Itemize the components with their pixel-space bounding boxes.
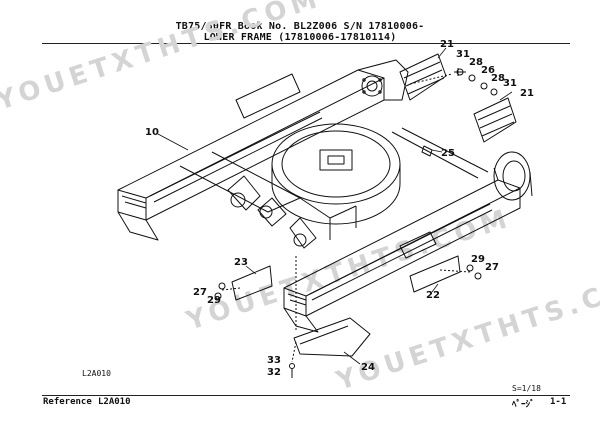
front-cross-link <box>299 197 357 219</box>
right-rail-face <box>283 288 307 317</box>
front-cross-member <box>179 151 301 213</box>
left-rail-inner-lines <box>149 111 323 203</box>
left-rail-end-detail <box>121 195 147 209</box>
reference-label: Reference <box>43 397 92 407</box>
left-rail-side <box>145 78 385 221</box>
track-guard-upper <box>399 53 447 101</box>
blade-bracket-right <box>289 217 317 249</box>
blade-pin-left <box>230 192 246 208</box>
right-rail-end-detail <box>287 293 307 306</box>
callout-31-lower: 31 <box>503 78 517 89</box>
track-guard-lower <box>473 97 517 143</box>
watermark-text-bottom: YOUETXTHTS.COM <box>332 263 600 397</box>
left-idler-bore-inner <box>366 80 378 92</box>
callout-27-right: 27 <box>485 262 499 273</box>
callout-33: 33 <box>267 355 281 366</box>
callout-25: 25 <box>441 148 455 159</box>
header-section-title: LOWER FRAME (17810006-17810114) <box>203 32 397 43</box>
callout-23: 23 <box>234 257 248 268</box>
callout-24: 24 <box>361 362 375 373</box>
scale-label: S=1/18 <box>512 384 541 393</box>
left-rail-face <box>117 190 147 221</box>
fitting-25 <box>421 145 433 157</box>
callout-leaders <box>157 47 513 365</box>
left-rail-block <box>235 73 301 119</box>
left-idler-bore <box>361 75 383 97</box>
right-idler-bore <box>502 160 526 192</box>
header-model-line: TB75/80FR Book No. BL2Z006 S/N 17810006- <box>175 21 425 32</box>
reference-code: L2A010 <box>98 397 131 407</box>
frame-drawing <box>117 53 533 378</box>
left-rail-bottom <box>117 211 159 241</box>
under-cover-24 <box>293 317 371 357</box>
swing-center-opening <box>319 149 353 171</box>
watermark-text-left: YOUETXTHTS.COM <box>0 0 325 117</box>
swing-circle-skirt <box>271 183 401 225</box>
callout-21-upper: 21 <box>440 39 454 50</box>
callout-27-left: 27 <box>193 287 207 298</box>
blade-bracket-left <box>227 175 261 211</box>
callout-21-lower: 21 <box>520 88 534 99</box>
left-rear-bracket <box>357 59 409 101</box>
bottom-rule <box>42 395 570 396</box>
callouts: 21 31 28 26 28 31 21 10 25 23 27 29 29 2… <box>145 39 534 378</box>
callout-29-right: 29 <box>471 254 485 265</box>
swing-circle-inner <box>281 130 391 198</box>
figure-code: L2A010 <box>82 369 111 378</box>
callout-31-upper: 31 <box>456 49 470 60</box>
right-rail-inner-lines <box>309 203 493 301</box>
callout-26: 26 <box>481 65 495 76</box>
cover-plate-22 <box>409 255 461 293</box>
callout-22: 22 <box>426 290 440 301</box>
blade-pin-right <box>293 233 307 247</box>
top-rule <box>42 43 570 44</box>
rear-cross-member <box>391 127 489 179</box>
callout-29-left: 29 <box>207 295 221 306</box>
cover-plate-23 <box>231 265 273 301</box>
right-rail-side <box>305 188 521 317</box>
callout-28-upper: 28 <box>469 57 483 68</box>
callout-10: 10 <box>145 127 159 138</box>
page-number: 1-1 <box>550 397 567 407</box>
page-label: ﾍﾟｰｼﾞ <box>512 400 535 410</box>
callout-28-lower: 28 <box>491 73 505 84</box>
right-rail-bottom <box>283 307 319 333</box>
callout-32: 32 <box>267 367 281 378</box>
right-rail-pad <box>399 231 437 259</box>
